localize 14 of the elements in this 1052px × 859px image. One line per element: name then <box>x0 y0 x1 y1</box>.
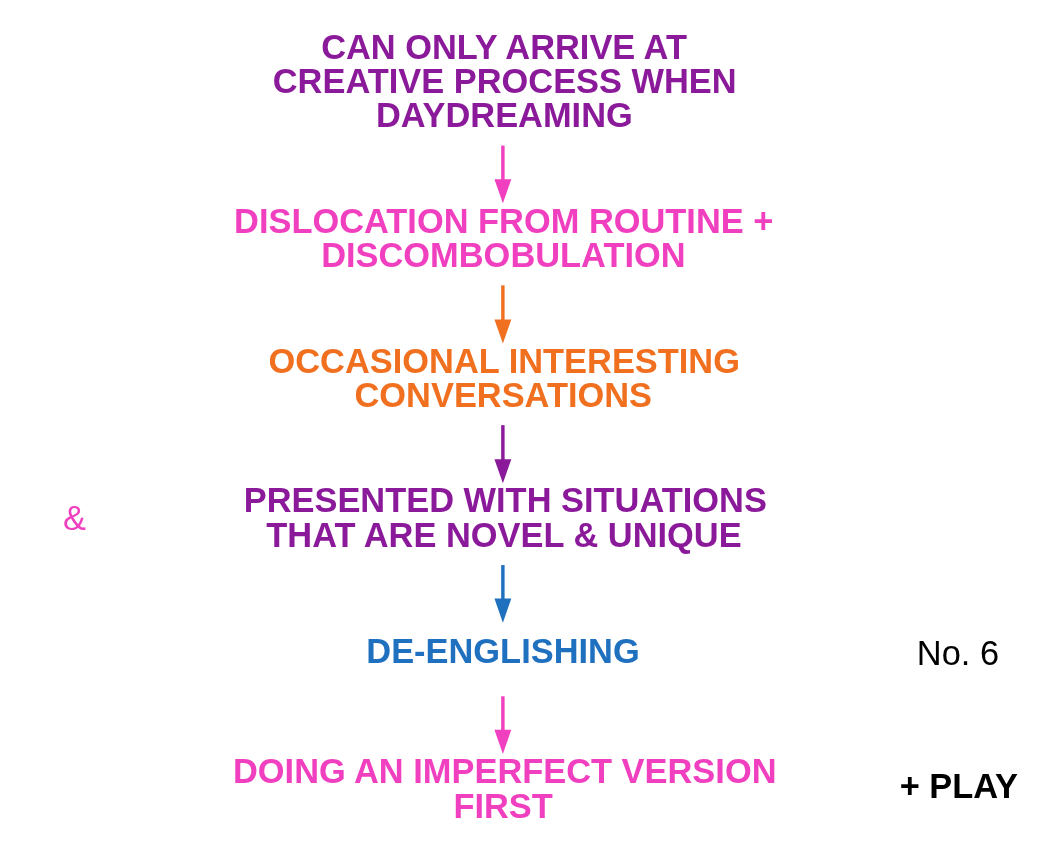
node-text: DE-ENGLISHING <box>366 631 640 670</box>
node-text: DISLOCATION FROM ROUTINE + DISCOMBOBULATION <box>234 201 774 274</box>
node-text: CAN ONLY ARRIVE AT CREATIVE PROCESS WHEN DAYDREAMING <box>272 27 737 134</box>
node-text: PRESENTED WITH SITUATIONS THAT ARE NOVEL & UNIQUE <box>243 480 767 554</box>
arrow <box>494 145 512 203</box>
label: & <box>63 498 87 537</box>
label: No. 6 <box>916 633 1000 672</box>
arrow <box>494 284 512 344</box>
arrow <box>494 424 512 483</box>
arrow <box>494 564 512 623</box>
label: + PLAY <box>899 766 1018 805</box>
node-text: OCCASIONAL INTERESTING CONVERSATIONS <box>268 341 740 414</box>
arrow <box>494 695 512 754</box>
node-text: DOING AN IMPERFECT VERSION FIRST <box>232 751 777 825</box>
